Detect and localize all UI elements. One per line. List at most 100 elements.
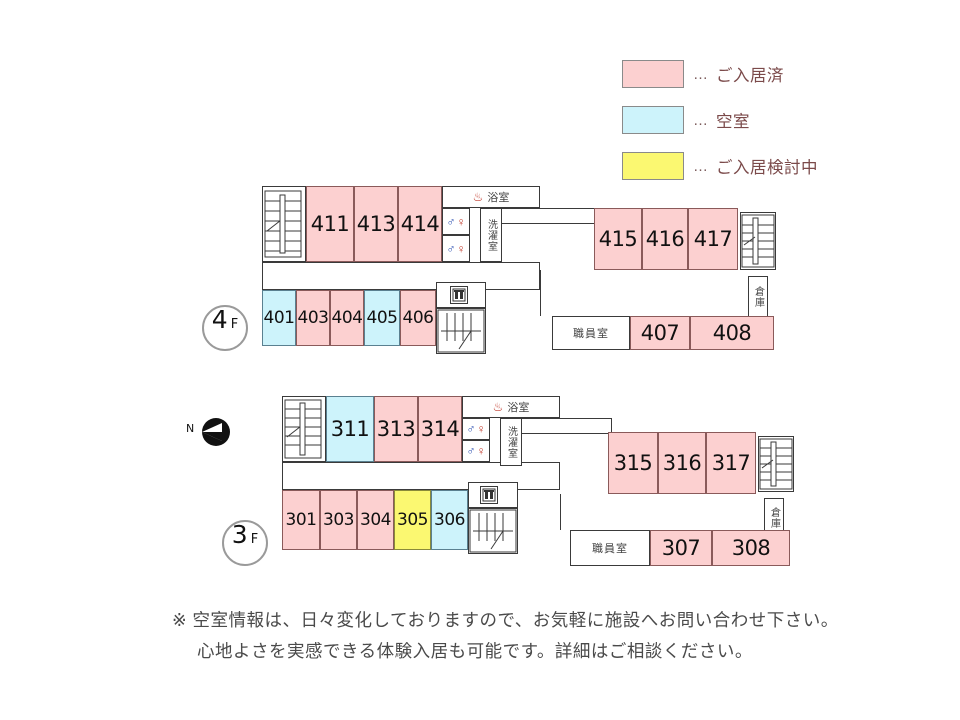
bath-room-3f: ♨ 浴室	[462, 396, 560, 418]
elevator-glyph	[452, 288, 466, 302]
stairs-4f-center	[436, 308, 486, 354]
stairs-3f-left	[282, 396, 326, 462]
room-408[interactable]: 408	[690, 316, 774, 350]
corridor-3f-connector	[522, 418, 612, 434]
room-number: 413	[356, 212, 396, 236]
room-301[interactable]: 301	[282, 490, 320, 550]
room-311[interactable]: 311	[326, 396, 374, 462]
room-314[interactable]: 314	[418, 396, 462, 462]
room-number: 404	[331, 308, 363, 328]
room-number: 314	[420, 417, 460, 441]
room-number: 417	[693, 227, 733, 251]
room-307[interactable]: 307	[650, 530, 712, 566]
legend-dots: …	[693, 157, 709, 175]
room-number: 317	[711, 451, 751, 475]
staff-room-label: 職員室	[573, 328, 609, 340]
room-413[interactable]: 413	[354, 186, 398, 262]
stairs-4f-right	[740, 212, 776, 270]
room-number: 305	[397, 510, 428, 530]
legend-swatch-vacant	[622, 106, 684, 134]
elevator-icon-3f	[480, 486, 498, 504]
room-303[interactable]: 303	[320, 490, 357, 550]
room-number: 414	[400, 212, 440, 236]
room-number: 401	[263, 308, 295, 328]
room-313[interactable]: 313	[374, 396, 418, 462]
room-414[interactable]: 414	[398, 186, 442, 262]
restroom-icon-female: ♀	[456, 241, 466, 256]
footer-line-2: 心地よさを実感できる体験入居も可能です。詳細はご相談ください。	[197, 640, 753, 661]
restroom-icon-female: ♀	[476, 422, 486, 436]
room-number: 304	[360, 510, 391, 530]
laundry-room-label: 洗濯室	[485, 218, 497, 252]
room-number: 316	[662, 451, 702, 475]
floor-badge-suffix: F	[250, 532, 259, 547]
laundry-room-label: 洗濯室	[505, 425, 517, 459]
restroom-4f-upper: ♂ ♀	[442, 208, 470, 235]
storage-room-label: 倉庫	[768, 507, 780, 529]
room-308[interactable]: 308	[712, 530, 790, 566]
stairs-3f-right	[758, 436, 794, 492]
room-417[interactable]: 417	[688, 208, 738, 270]
legend-item-pending: … ご入居検討中	[622, 149, 922, 183]
room-number: 403	[297, 308, 329, 328]
room-number: 306	[434, 510, 465, 530]
corridor-4f-left	[262, 262, 540, 290]
room-number: 406	[402, 308, 434, 328]
storage-room-label: 倉庫	[752, 286, 764, 308]
room-number: 313	[376, 417, 416, 441]
floor-badge-suffix: F	[230, 317, 239, 332]
room-317[interactable]: 317	[706, 432, 756, 494]
hot-spring-icon: ♨	[492, 400, 504, 414]
legend-label-vacant: 空室	[716, 113, 750, 131]
legend-dots: …	[693, 65, 709, 83]
room-number: 411	[310, 212, 350, 236]
storage-room-4f: 倉庫	[748, 276, 768, 318]
wing-outline-4f	[540, 270, 594, 316]
room-number: 415	[598, 227, 638, 251]
room-number: 416	[645, 227, 685, 251]
hot-spring-icon: ♨	[472, 190, 484, 204]
room-304[interactable]: 304	[357, 490, 394, 550]
room-number: 408	[712, 321, 752, 345]
room-315[interactable]: 315	[608, 432, 658, 494]
room-403[interactable]: 403	[296, 290, 330, 346]
room-406[interactable]: 406	[400, 290, 436, 346]
room-411[interactable]: 411	[306, 186, 354, 262]
restroom-3f-upper: ♂ ♀	[462, 418, 490, 440]
laundry-room-4f: 洗濯室	[480, 208, 502, 262]
room-416[interactable]: 416	[642, 208, 688, 270]
floor-badge-3f: 3 F	[222, 520, 268, 566]
restroom-4f-lower: ♂ ♀	[442, 235, 470, 262]
legend-item-occupied: … ご入居済	[622, 57, 922, 91]
corridor-4f-connector	[502, 208, 602, 224]
room-number: 311	[330, 417, 370, 441]
room-316[interactable]: 316	[658, 432, 706, 494]
corridor-3f-left	[282, 462, 560, 490]
restroom-icon-female: ♀	[476, 444, 486, 458]
stairs-3f-center	[468, 508, 518, 554]
restroom-icon-male: ♂	[466, 444, 476, 458]
legend-swatch-pending	[622, 152, 684, 180]
room-405[interactable]: 405	[364, 290, 400, 346]
footer-line-1: ※ 空室情報は、日々変化しておりますので、お気軽に施設へお問い合わせ下さい。	[172, 610, 839, 630]
room-401[interactable]: 401	[262, 290, 296, 346]
room-number: 405	[366, 308, 398, 328]
room-407[interactable]: 407	[630, 316, 690, 350]
room-number: 308	[731, 536, 771, 560]
legend-label-pending: ご入居検討中	[716, 159, 818, 177]
elevator-icon-4f	[450, 286, 468, 304]
wing-outline-3f	[560, 494, 608, 530]
staff-room-label: 職員室	[592, 543, 628, 555]
compass-icon	[202, 418, 230, 446]
room-404[interactable]: 404	[330, 290, 364, 346]
room-415[interactable]: 415	[594, 208, 642, 270]
restroom-icon-female: ♀	[456, 214, 466, 229]
compass-rose: N	[186, 412, 232, 454]
legend-dots: …	[693, 111, 709, 129]
room-305[interactable]: 305	[394, 490, 431, 550]
room-306[interactable]: 306	[431, 490, 468, 550]
restroom-3f-lower: ♂ ♀	[462, 440, 490, 462]
room-number: 303	[323, 510, 354, 530]
footer-note: ※ 空室情報は、日々変化しておりますので、お気軽に施設へお問い合わせ下さい。 心…	[172, 605, 902, 666]
